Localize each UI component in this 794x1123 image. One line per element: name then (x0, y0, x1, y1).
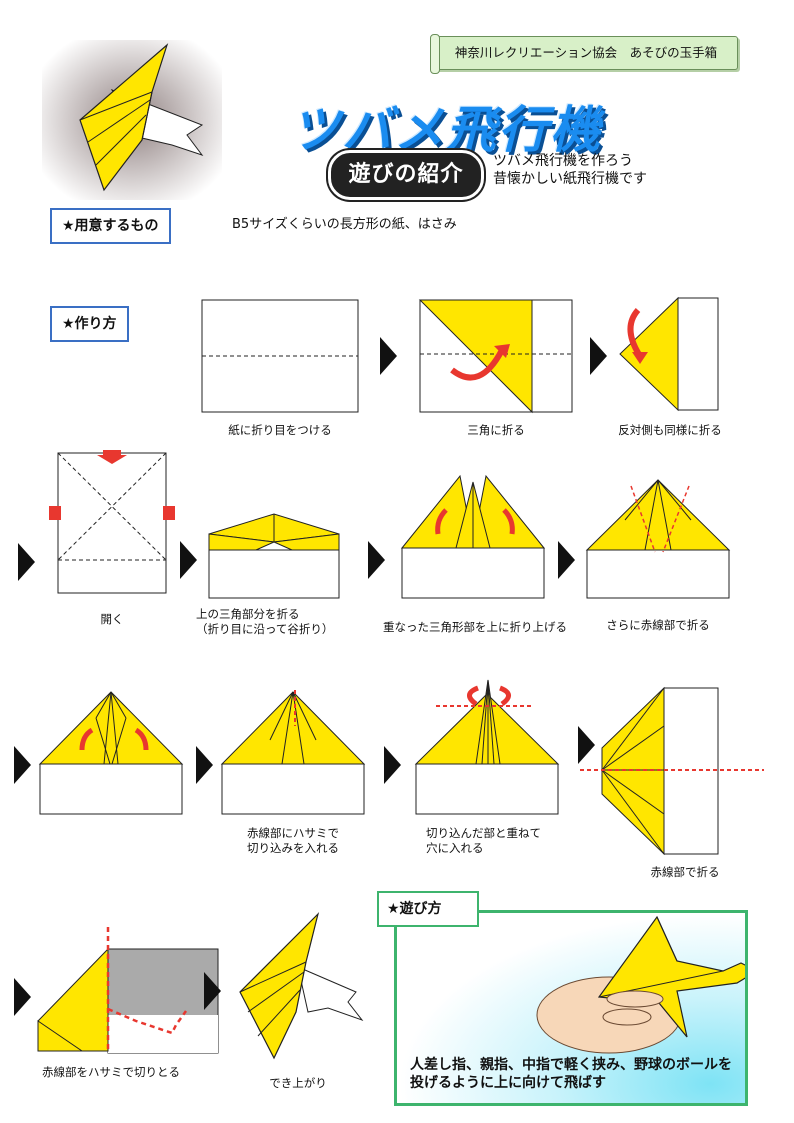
step-8-diagram (38, 691, 184, 815)
step-9-caption-line2: 切り込みを入れる (247, 841, 339, 855)
step-arrow-icon (590, 337, 607, 375)
step-12-caption: 赤線部をハサミで切りとる (42, 1065, 180, 1079)
step-arrow-icon (384, 746, 401, 784)
step-4-caption: 開く (100, 612, 124, 626)
step-10-diagram (414, 679, 560, 815)
materials-heading: ★用意するもの (50, 208, 171, 244)
step-5-caption: 上の三角部分を折る （折り目に沿って谷折り） (196, 607, 346, 637)
step-13-diagram (239, 912, 364, 1060)
howto-play-text: 人差し指、親指、中指で軽く挟み、野球のボールを 投げるように上に向けて飛ばす (410, 1056, 732, 1092)
intro-line-2: 昔懐かしい紙飛行機です (493, 171, 647, 187)
page-title: ツバメ飛行機 (290, 101, 602, 159)
step-2-caption: 三角に折る (467, 423, 525, 437)
step-arrow-icon (180, 541, 197, 579)
intro-text: ツバメ飛行機を作ろう 昔懐かしい紙飛行機です (493, 152, 647, 188)
step-1-diagram (201, 299, 359, 413)
step-11-diagram (580, 686, 764, 856)
step-7-diagram (585, 479, 731, 599)
step-11-caption: 赤線部で折る (650, 865, 720, 879)
step-13-caption: でき上がり (269, 1076, 327, 1090)
step-arrow-icon (196, 746, 213, 784)
step-6-caption: 重なった三角形部を上に折り上げる (383, 620, 567, 634)
step-arrow-icon (380, 337, 397, 375)
step-5-diagram (208, 513, 340, 599)
step-arrow-icon (18, 543, 35, 581)
organization-tag: 神奈川レクリエーション協会 あそびの玉手箱 (430, 34, 738, 74)
step-12-diagram (37, 927, 219, 1054)
howto-play-line1: 人差し指、親指、中指で軽く挟み、野球のボールを (410, 1057, 732, 1073)
step-3-caption: 反対側も同様に折る (618, 423, 722, 437)
step-5-caption-line2: （折り目に沿って谷折り） (196, 622, 334, 636)
intro-badge: 遊びの紹介 (328, 150, 484, 200)
step-9-caption-line1: 赤線部にハサミで (247, 826, 339, 840)
howto-play-heading: ★遊び方 (377, 891, 479, 927)
hand-launch-illustration (536, 915, 745, 1054)
step-6-diagram (400, 474, 546, 599)
step-9-diagram (220, 690, 366, 815)
howto-make-heading: ★作り方 (50, 306, 129, 342)
howto-play-panel (394, 910, 748, 1106)
step-10-caption: 切り込んだ部と重ねて 穴に入れる (412, 826, 576, 856)
step-2-diagram (418, 299, 573, 414)
step-arrow-icon (14, 746, 31, 784)
step-arrow-icon (578, 726, 595, 764)
step-5-caption-line1: 上の三角部分を折る (196, 607, 300, 621)
step-7-caption: さらに赤線部で折る (606, 618, 710, 632)
step-4-diagram (49, 450, 175, 594)
step-arrow-icon (558, 541, 575, 579)
step-arrow-icon (368, 541, 385, 579)
step-10-caption-line1: 切り込んだ部と重ねて (426, 826, 541, 840)
step-9-caption: 赤線部にハサミで 切り込みを入れる (220, 826, 366, 856)
materials-text: B5サイズくらいの長方形の紙、はさみ (232, 217, 457, 232)
step-1-caption: 紙に折り目をつける (228, 423, 332, 437)
step-10-caption-line2: 穴に入れる (426, 841, 484, 855)
intro-line-1: ツバメ飛行機を作ろう (493, 153, 633, 169)
step-arrow-icon (204, 972, 221, 1010)
header-plane-illustration (42, 40, 222, 200)
step-3-diagram (619, 296, 719, 412)
step-arrow-icon (14, 978, 31, 1016)
howto-play-line2: 投げるように上に向けて飛ばす (410, 1075, 606, 1091)
